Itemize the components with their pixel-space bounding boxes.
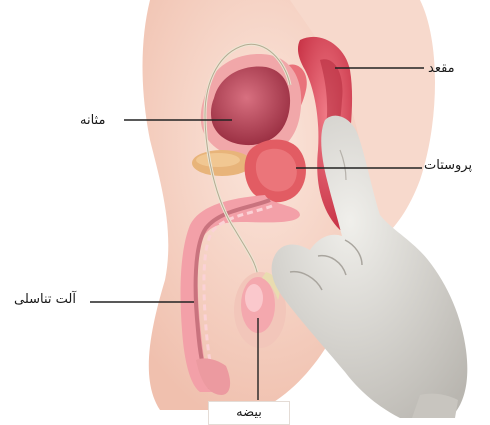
label-bladder: مثانه [80, 113, 105, 128]
label-prostate: پروستات [424, 158, 472, 173]
label-rectum: مقعد [428, 61, 455, 76]
label-penis: آلت تناسلی [14, 292, 76, 307]
label-testicle: بیضه [208, 401, 290, 425]
